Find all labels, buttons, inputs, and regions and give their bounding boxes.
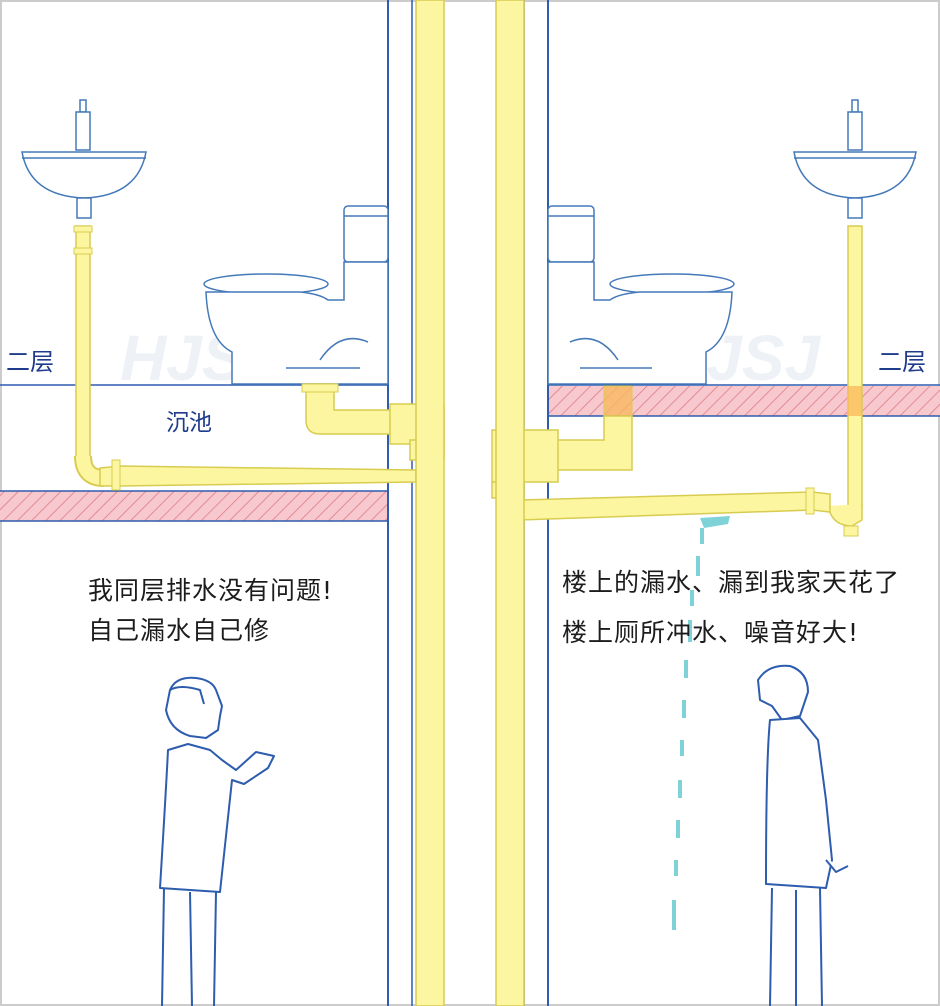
left-wall bbox=[387, 0, 413, 1006]
sunken-pit-label: 沉池 bbox=[166, 410, 212, 436]
left-speech-line-1: 我同层排水没有问题! bbox=[88, 576, 334, 605]
left-person bbox=[159, 676, 275, 1006]
left-sink bbox=[21, 99, 147, 219]
right-sink bbox=[793, 99, 917, 219]
right-speech-line-1: 楼上的漏水、漏到我家天花了 bbox=[562, 568, 901, 597]
right-person bbox=[757, 664, 849, 1006]
floor-label-right: 二层 bbox=[878, 348, 926, 376]
left-speech-line-2: 自己漏水自己修 bbox=[88, 616, 271, 645]
left-sink-drain-pipe bbox=[73, 225, 105, 487]
right-toilet bbox=[547, 205, 735, 385]
left-horizontal-drain bbox=[99, 459, 417, 491]
leak-water-drops bbox=[672, 516, 730, 930]
right-horizontal-drain bbox=[519, 487, 831, 521]
left-floor-slab bbox=[0, 490, 388, 522]
right-speech-line-2: 楼上厕所冲水、噪音好大! bbox=[562, 618, 860, 647]
left-toilet bbox=[203, 205, 389, 385]
floor-label-left: 二层 bbox=[6, 348, 54, 376]
right-sink-drain-pipe bbox=[827, 225, 863, 537]
right-stack-pipe bbox=[495, 0, 525, 1006]
right-slab-penetration bbox=[848, 386, 862, 416]
left-stack-pipe bbox=[415, 0, 445, 1006]
